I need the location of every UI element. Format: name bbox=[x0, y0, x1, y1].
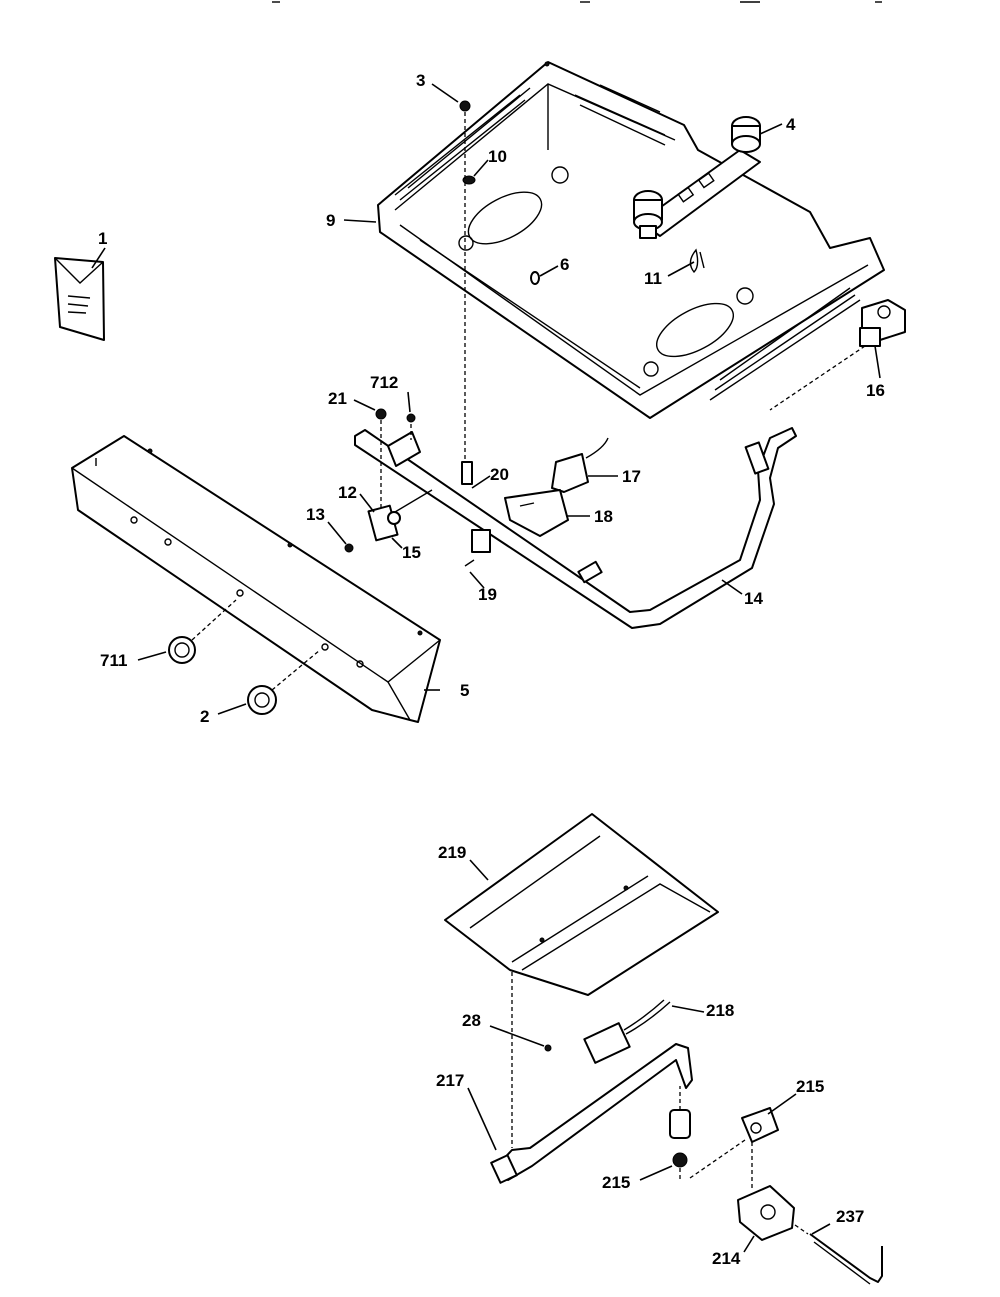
valve-rail-assembly-part bbox=[633, 116, 761, 239]
callout-4: 4 bbox=[786, 115, 796, 134]
callout-28: 28 bbox=[462, 1011, 481, 1030]
valve-part bbox=[344, 489, 433, 553]
callout-15: 15 bbox=[402, 543, 421, 562]
callout-11: 11 bbox=[644, 269, 662, 288]
callout-711: 711 bbox=[100, 651, 127, 670]
callout-215-top: 215 bbox=[796, 1077, 824, 1096]
callout-2: 2 bbox=[200, 707, 209, 726]
callout-14: 14 bbox=[744, 589, 763, 608]
callout-9: 9 bbox=[326, 211, 335, 230]
callout-3: 3 bbox=[416, 71, 425, 90]
manifold-tube-part bbox=[354, 427, 797, 629]
callout-13: 13 bbox=[306, 505, 325, 524]
bracket-parts bbox=[375, 408, 491, 567]
callout-218: 218 bbox=[706, 1001, 734, 1020]
callout-18: 18 bbox=[594, 507, 613, 526]
callout-21: 21 bbox=[328, 389, 347, 408]
regulator-part bbox=[769, 299, 906, 411]
callout-10: 10 bbox=[488, 147, 507, 166]
callout-214: 214 bbox=[712, 1249, 741, 1268]
broiler-tube-part bbox=[490, 1043, 693, 1184]
callout-17: 17 bbox=[622, 467, 641, 486]
callout-712: 712 bbox=[370, 373, 398, 392]
knob-bushings-part bbox=[168, 599, 321, 715]
screws-and-axis-part bbox=[459, 100, 540, 460]
control-panel-part bbox=[71, 435, 441, 723]
burner-box-frame-part bbox=[377, 61, 885, 419]
callout-19: 19 bbox=[478, 585, 497, 604]
clip-part bbox=[689, 248, 705, 274]
callout-5: 5 bbox=[460, 681, 469, 700]
callout-labels: 3 4 10 9 1 6 11 16 21 712 20 17 18 12 13… bbox=[98, 71, 885, 1268]
callout-217: 217 bbox=[436, 1071, 464, 1090]
callout-20: 20 bbox=[490, 465, 509, 484]
heat-shield-part bbox=[444, 813, 719, 1148]
literature-envelope-part bbox=[54, 257, 105, 341]
callout-leader-lines bbox=[91, 83, 881, 1253]
orifice-fittings-part bbox=[672, 1107, 779, 1188]
callout-16: 16 bbox=[866, 381, 885, 400]
callout-6: 6 bbox=[560, 255, 569, 274]
callout-237: 237 bbox=[836, 1207, 864, 1226]
callout-215-bottom: 215 bbox=[602, 1173, 630, 1192]
callout-219: 219 bbox=[438, 843, 466, 862]
callout-12: 12 bbox=[338, 483, 357, 502]
igniter-part bbox=[544, 999, 671, 1064]
callout-1: 1 bbox=[98, 229, 107, 248]
broiler-valve-part bbox=[737, 1185, 883, 1285]
switch-part bbox=[504, 437, 609, 537]
